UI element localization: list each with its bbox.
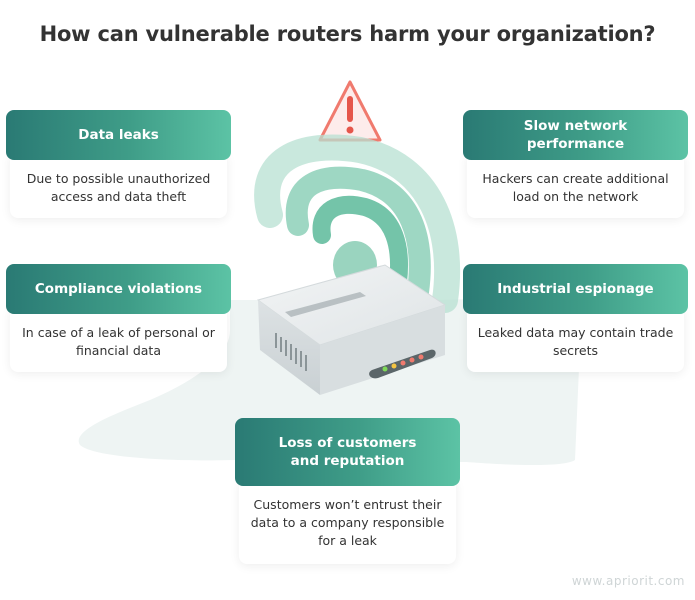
- card-compliance-violations: Compliance violations In case of a leak …: [6, 264, 231, 372]
- warning-triangle-icon: [318, 80, 382, 142]
- card-heading: Compliance violations: [6, 264, 231, 314]
- router-device: [256, 264, 447, 395]
- page-title: How can vulnerable routers harm your org…: [39, 22, 656, 46]
- card-heading: Data leaks: [6, 110, 231, 160]
- card-data-leaks: Data leaks Due to possible unauthorized …: [6, 110, 231, 218]
- card-heading: Loss of customers and reputation: [235, 418, 460, 486]
- card-heading: Slow network performance: [463, 110, 688, 160]
- watermark: www.apriorit.com: [571, 574, 685, 588]
- card-description: Leaked data may contain trade secrets: [467, 308, 684, 372]
- card-loss-of-customers: Loss of customers and reputation Custome…: [235, 418, 460, 564]
- card-description: Due to possible unauthorized access and …: [10, 154, 227, 218]
- card-description: Customers won’t entrust their data to a …: [239, 480, 456, 564]
- card-description: In case of a leak of personal or financi…: [10, 308, 227, 372]
- card-industrial-espionage: Industrial espionage Leaked data may con…: [463, 264, 688, 372]
- card-slow-network: Slow network performance Hackers can cre…: [463, 110, 688, 218]
- card-description: Hackers can create additional load on th…: [467, 154, 684, 218]
- card-heading: Industrial espionage: [463, 264, 688, 314]
